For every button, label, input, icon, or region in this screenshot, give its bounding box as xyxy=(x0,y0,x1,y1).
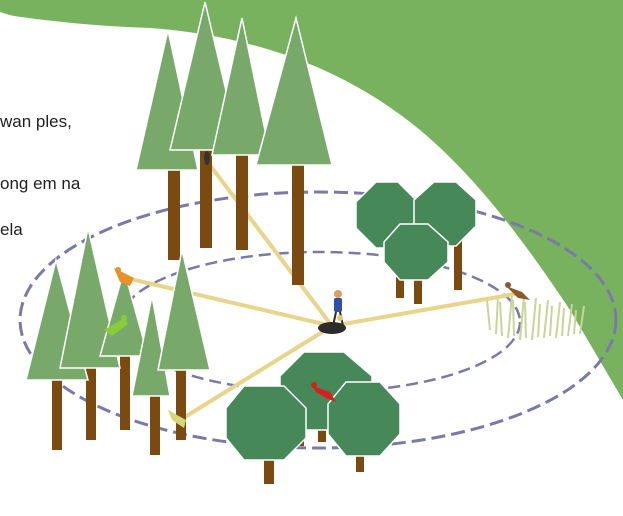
orange-bird-icon xyxy=(114,267,134,286)
top-bird-icon xyxy=(204,151,210,165)
grass-clump xyxy=(486,294,585,341)
brown-bird-icon xyxy=(505,282,530,300)
conifer-cluster-left xyxy=(25,227,211,455)
yellow-bird-icon xyxy=(168,410,186,428)
sight-lines xyxy=(124,158,517,422)
caption-line-2: ong em na xyxy=(0,174,81,193)
sight-line-orange xyxy=(124,276,334,328)
broadleaf-cluster-right xyxy=(355,181,477,304)
green-bird-icon xyxy=(104,315,128,336)
red-bird-icon xyxy=(311,382,336,402)
caption-line-1: wan ples, xyxy=(0,112,72,131)
green-background-band xyxy=(0,0,623,400)
caption-line-3: ela xyxy=(0,220,23,239)
outer-survey-ring xyxy=(18,190,618,450)
person-icon xyxy=(318,290,346,334)
sight-line-brown xyxy=(330,292,517,328)
sight-line-top xyxy=(204,158,334,328)
sight-line-yellow xyxy=(178,324,334,422)
conifer-cluster-top xyxy=(135,1,333,285)
